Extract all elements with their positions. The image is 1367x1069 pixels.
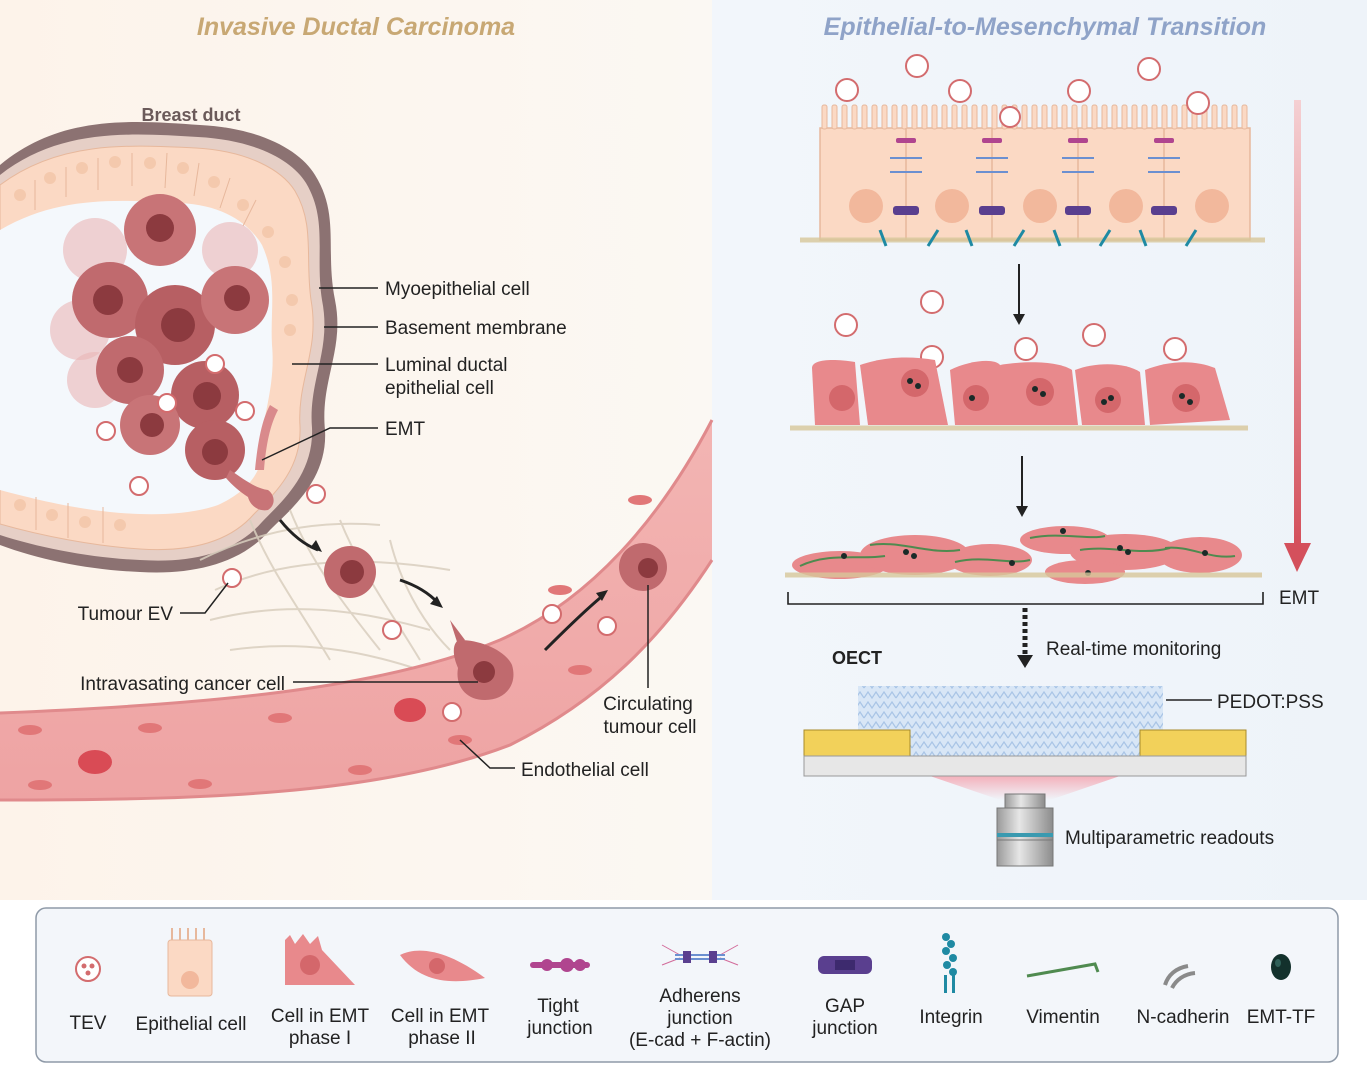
emt-phase-1-icon: [285, 934, 355, 985]
label-basement: Basement membrane: [385, 318, 567, 339]
legend-gap-label-1: GAP: [825, 996, 865, 1017]
migrating-cells: [324, 543, 667, 700]
emt-arrow: [1284, 100, 1311, 572]
breast-duct-label: Breast duct: [141, 105, 240, 125]
label-circulating-2: tumour cell: [604, 717, 697, 738]
legend-gap-label-2: junction: [811, 1018, 878, 1039]
label-oect: OECT: [832, 648, 882, 668]
substrate: [803, 755, 1247, 777]
legend-phase2-label-2: phase II: [408, 1028, 476, 1049]
legend-phase2-label-1: Cell in EMT: [391, 1006, 490, 1027]
oect-device: [803, 686, 1247, 867]
legend: TEV Epithelial cell Cell in EMT phase I …: [35, 907, 1339, 1063]
emt-tf-icon: [1271, 954, 1291, 980]
legend-epithelial-label: Epithelial cell: [136, 1014, 247, 1035]
label-emt-right: EMT: [1279, 588, 1320, 609]
emt-phase-2-layer: [785, 526, 1262, 584]
label-luminal-2: epithelial cell: [385, 378, 494, 399]
integrin-icon: [942, 933, 957, 993]
legend-vimentin-label: Vimentin: [1026, 1007, 1100, 1028]
legend-integrin-label: Integrin: [919, 1007, 982, 1028]
label-circulating-1: Circulating: [603, 694, 693, 715]
label-pedot: PEDOT:PSS: [1217, 692, 1324, 713]
label-realtime: Real-time monitoring: [1046, 639, 1221, 660]
label-luminal-1: Luminal ductal: [385, 355, 508, 376]
emt-bracket: [787, 592, 1264, 605]
legend-emttf-label: EMT-TF: [1247, 1007, 1316, 1028]
legend-ncadherin-label: N-cadherin: [1137, 1007, 1230, 1028]
tight-junction-icon: [530, 958, 590, 972]
legend-phase1-label-2: phase I: [289, 1028, 351, 1049]
label-emt: EMT: [385, 419, 426, 440]
legend-tev-label: TEV: [70, 1013, 107, 1034]
n-cadherin-icon: [1163, 964, 1196, 989]
leader-lines-left: [180, 287, 649, 769]
label-tumour-ev: Tumour EV: [78, 604, 174, 625]
label-myoepithelial: Myoepithelial cell: [385, 279, 530, 300]
tev-left: [96, 354, 617, 722]
objective-lens-icon: [996, 793, 1054, 867]
vimentin-icon: [1026, 962, 1100, 978]
right-title: Epithelial-to-Mesenchymal Transition: [824, 13, 1267, 41]
label-readouts: Multiparametric readouts: [1065, 828, 1274, 849]
legend-adherens-label-1: Adherens: [659, 986, 740, 1007]
legend-tight-label-1: Tight: [537, 996, 579, 1017]
realtime-arrow: [1017, 608, 1033, 668]
legend-adherens-label-3: (E-cad + F-actin): [629, 1030, 771, 1051]
tev-icon: [75, 956, 101, 982]
legend-tight-label-2: junction: [526, 1018, 593, 1039]
label-intravasating: Intravasating cancer cell: [80, 674, 285, 695]
adherens-junction-icon: [661, 944, 739, 966]
left-title: Invasive Ductal Carcinoma: [197, 13, 515, 41]
legend-phase1-label-1: Cell in EMT: [271, 1006, 370, 1027]
epithelial-cell-icon: [167, 928, 213, 997]
tev-right: [834, 54, 1210, 369]
step-arrows: [1018, 264, 1023, 508]
gold-electrode-right: [1139, 729, 1247, 757]
legend-adherens-label-2: junction: [666, 1008, 733, 1029]
epithelial-layer: [800, 104, 1265, 247]
emt-phase-1-layer: [790, 357, 1248, 431]
tumour-mass: [50, 194, 278, 511]
emt-phase-2-icon: [400, 950, 485, 982]
label-endothelial: Endothelial cell: [521, 760, 649, 781]
gold-electrode-left: [803, 729, 911, 757]
gap-junction-icon: [818, 956, 872, 974]
